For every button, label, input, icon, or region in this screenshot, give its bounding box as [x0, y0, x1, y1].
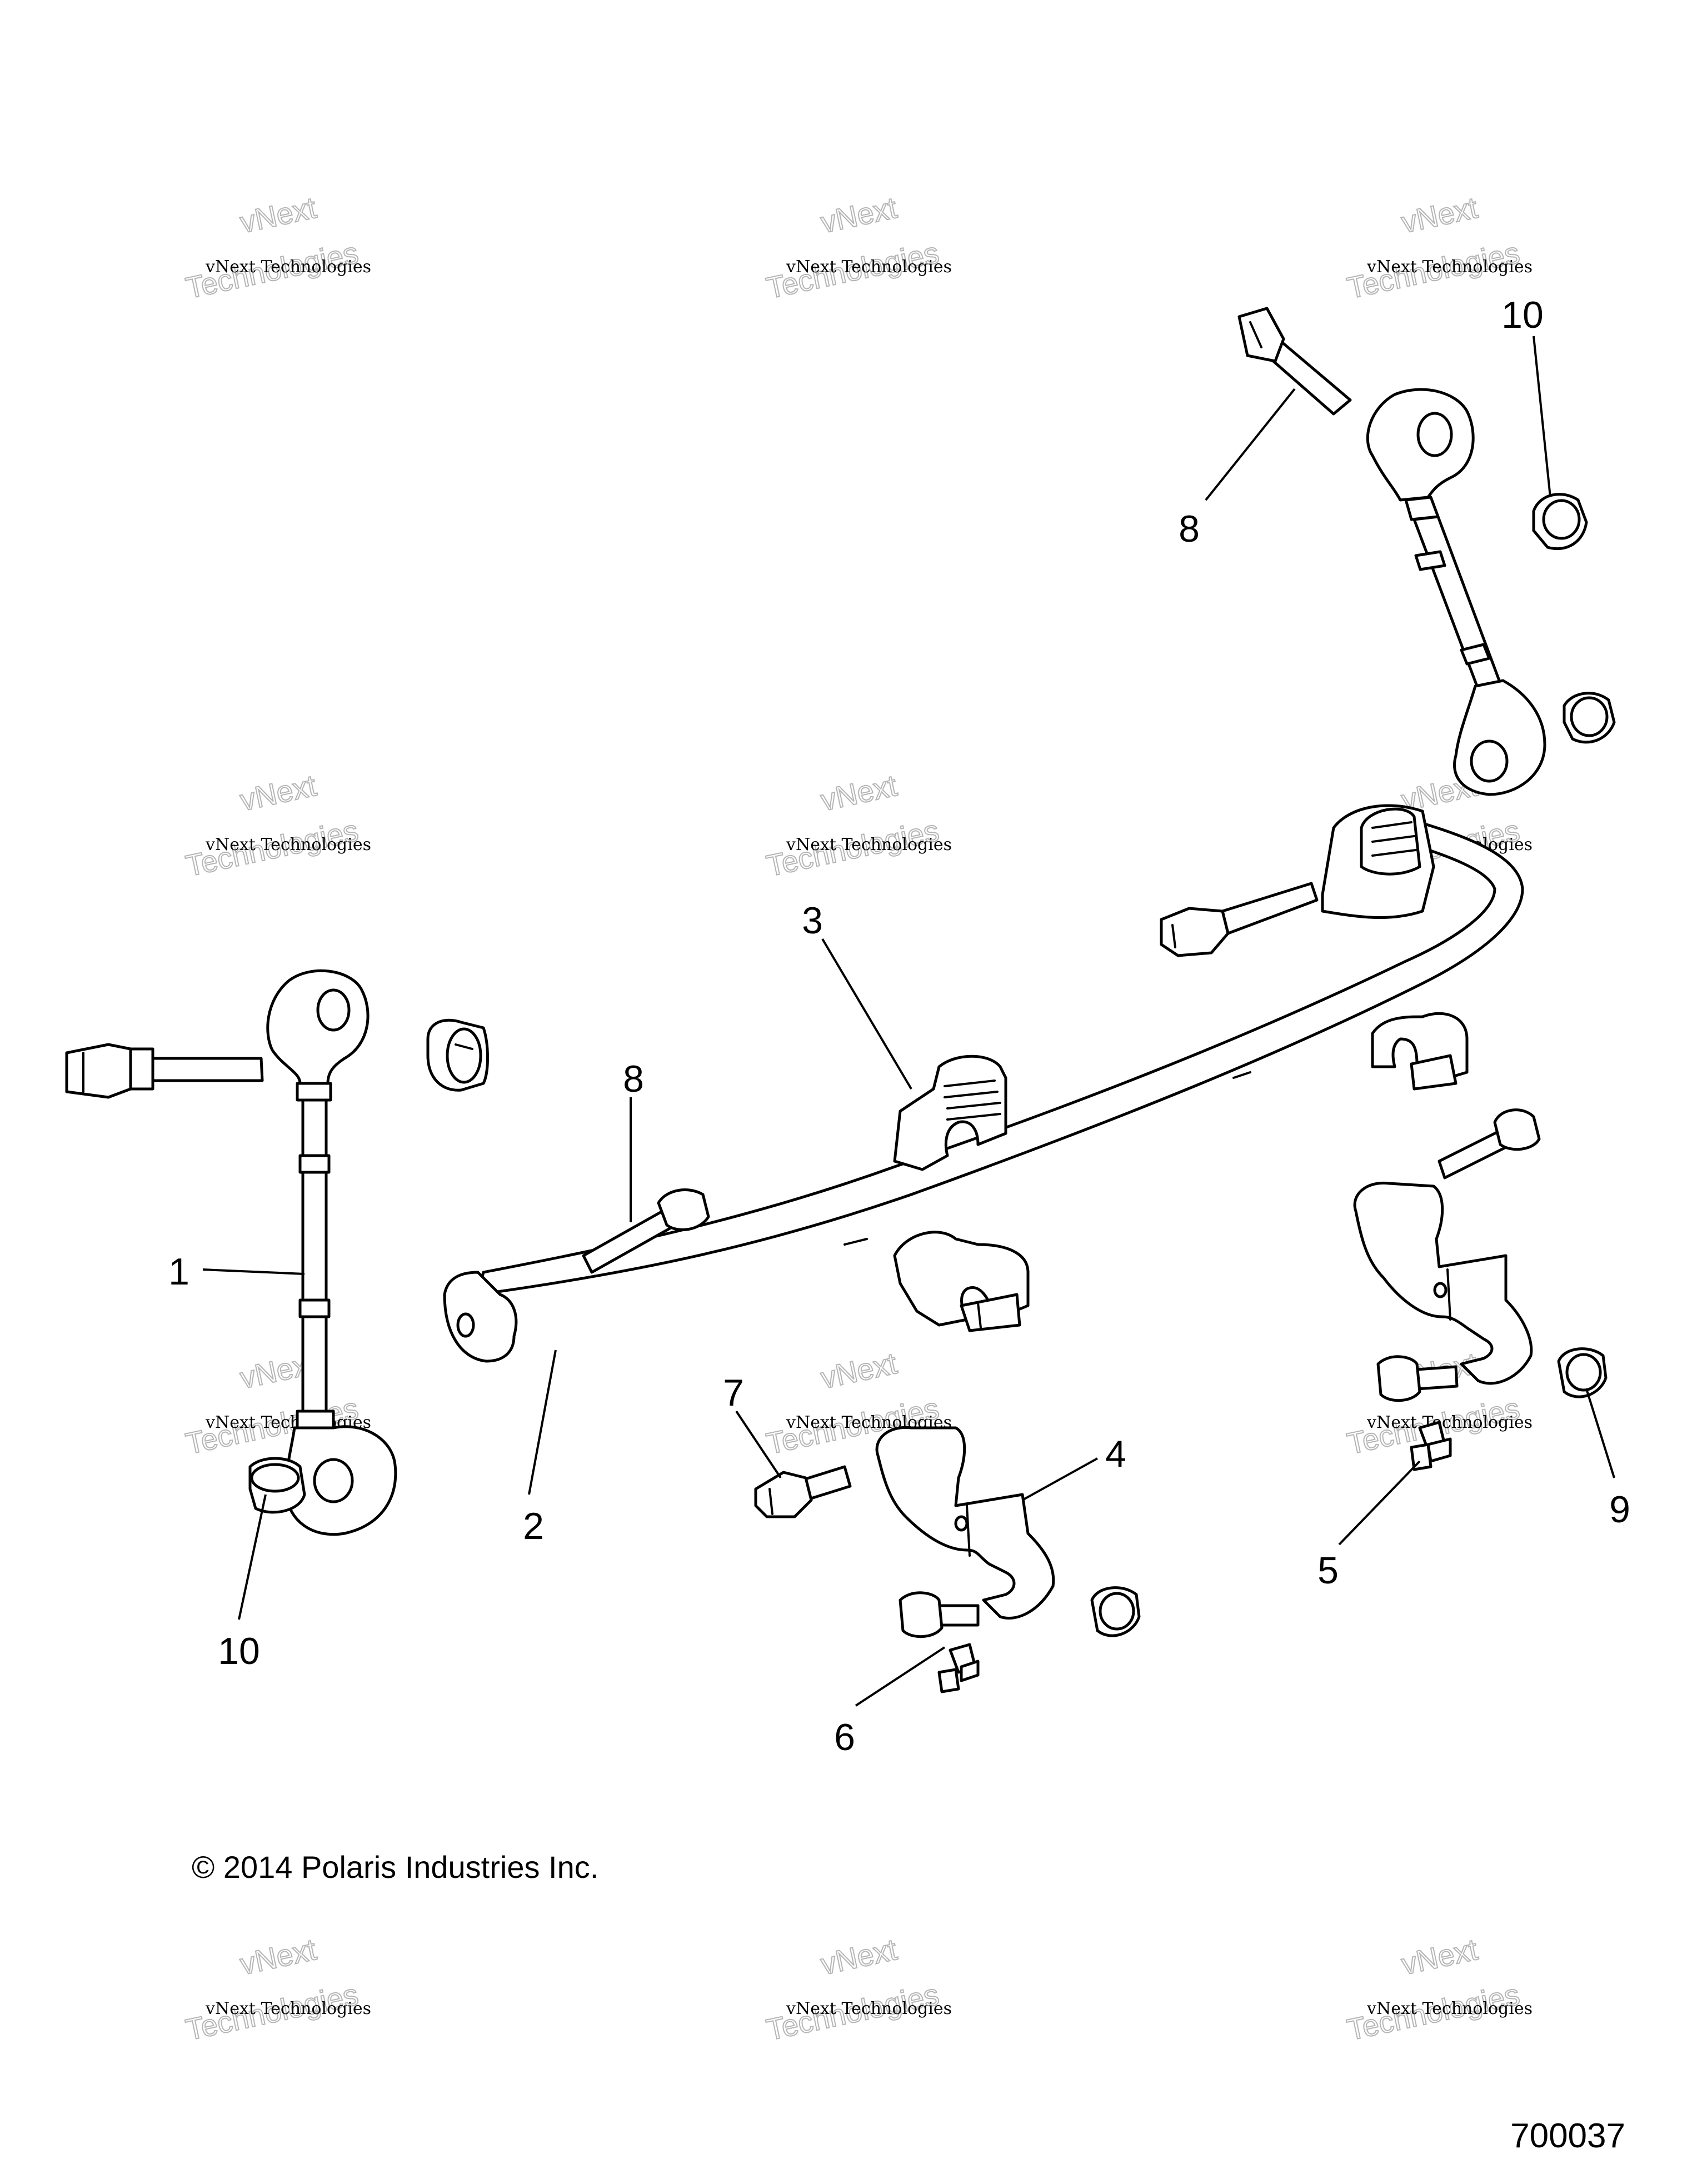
watermark: vNext Technologies vNext Technologies [763, 191, 952, 306]
svg-text:vNext Technologies: vNext Technologies [205, 835, 371, 854]
watermark-grid: vNext Technologies vNext Technologies vN… [182, 191, 1533, 2047]
svg-text:vNext: vNext [237, 1933, 320, 1981]
svg-text:vNext: vNext [818, 1933, 900, 1981]
watermark: vNext Technologies vNext Technologies [763, 1932, 952, 2047]
svg-text:vNext: vNext [818, 1347, 900, 1395]
watermark: vNext Technologies vNext Technologies [182, 1932, 371, 2047]
bushing-center-upper [893, 1054, 1007, 1171]
callout-10-bottom: 10 [218, 1630, 260, 1672]
link-nut-left-top [426, 1018, 489, 1092]
svg-text:vNext: vNext [818, 191, 900, 239]
bushing-bolt-right [1160, 882, 1319, 957]
grease-fitting-6 [937, 1643, 980, 1693]
svg-text:vNext Technologies: vNext Technologies [786, 257, 952, 277]
watermark: vNext Technologies vNext Technologies [1344, 1932, 1533, 2047]
copyright-text: © 2014 Polaris Industries Inc. [192, 1850, 598, 1885]
diagram-number: 700037 [1510, 2117, 1625, 2155]
link-bolt-left [65, 1043, 264, 1099]
callout-3: 3 [802, 899, 823, 942]
bushing-right-lower [1371, 1012, 1469, 1091]
link-nut-right-top [1532, 493, 1588, 551]
svg-text:vNext: vNext [1399, 1933, 1481, 1981]
link-nut-right-mid [1563, 692, 1616, 744]
link-rod-right [1366, 388, 1546, 796]
link-nut-left-bottom [248, 1457, 306, 1514]
bracket-bolt-right-top [1438, 1108, 1541, 1180]
watermark: vNext Technologies vNext Technologies [763, 768, 952, 883]
svg-text:vNext Technologies: vNext Technologies [786, 1999, 952, 2018]
svg-text:vNext: vNext [237, 191, 320, 239]
callout-5: 5 [1317, 1550, 1339, 1592]
callout-8-top: 8 [1179, 508, 1200, 550]
callout-7: 7 [723, 1372, 744, 1414]
bracket-bolt-center-small [899, 1591, 980, 1638]
watermark: vNext Technologies vNext Technologies [182, 191, 371, 306]
bracket-right [1353, 1181, 1533, 1385]
callout-6: 6 [834, 1716, 855, 1758]
link-bolt-right [1237, 307, 1352, 416]
svg-text:vNext Technologies: vNext Technologies [205, 257, 371, 277]
leader-lines [202, 336, 1615, 1707]
svg-text:vNext Technologies: vNext Technologies [1366, 1413, 1533, 1432]
svg-text:vNext Technologies: vNext Technologies [1366, 257, 1533, 277]
bracket-bolt-7 [754, 1465, 852, 1518]
svg-text:vNext: vNext [237, 769, 320, 817]
bracket-center [875, 1426, 1055, 1620]
callout-1: 1 [168, 1251, 189, 1293]
bracket-nut-center [1090, 1586, 1141, 1637]
bracket-bolt-right-lower [1376, 1355, 1459, 1402]
bracket-nut-9 [1557, 1347, 1608, 1398]
bushing-center-lower [893, 1231, 1030, 1332]
bushing-right-upper [1321, 804, 1435, 919]
callout-9: 9 [1609, 1488, 1630, 1531]
watermark: vNext Technologies vNext Technologies [182, 768, 371, 883]
svg-text:vNext Technologies: vNext Technologies [1366, 1999, 1533, 2018]
link-rod-left [266, 969, 397, 1536]
callout-8-center: 8 [623, 1058, 644, 1100]
callout-10-top: 10 [1501, 294, 1544, 336]
svg-text:vNext: vNext [1399, 191, 1481, 239]
bushing-bolt-center [582, 1188, 710, 1274]
callout-labels: 1 2 3 4 5 6 7 8 8 9 10 10 [168, 294, 1630, 1758]
svg-text:vNext Technologies: vNext Technologies [205, 1999, 371, 2018]
callout-2: 2 [523, 1505, 544, 1547]
callout-4: 4 [1105, 1433, 1126, 1475]
svg-text:vNext Technologies: vNext Technologies [786, 835, 952, 854]
svg-text:vNext: vNext [818, 769, 900, 817]
